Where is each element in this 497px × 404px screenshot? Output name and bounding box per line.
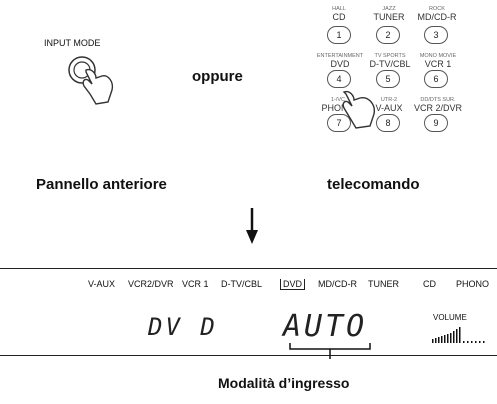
mode-bracket	[289, 343, 371, 359]
hand-press-icon	[342, 90, 375, 129]
input-mode-caption: Modalità d’ingresso	[218, 375, 350, 391]
remote-label-9: DD/DTS SUR.VCR 2/DVR	[413, 97, 462, 113]
remote-button-3[interactable]: 3	[424, 26, 448, 44]
input-mode-button[interactable]	[62, 52, 132, 112]
remote-button-6[interactable]: 6	[424, 70, 448, 88]
front-display: V-AUX VCR2/DVR VCR 1 D-TV/CBL DVD MD/CD-…	[0, 268, 497, 359]
display-input-tuner: TUNER	[368, 279, 399, 289]
display-input-dvd: DVD	[280, 279, 306, 290]
input-mode-label: INPUT MODE	[44, 38, 101, 48]
remote-button-7[interactable]: 7	[327, 114, 351, 132]
remote-caption: telecomando	[327, 176, 420, 193]
remote-button-4[interactable]: 4	[327, 70, 351, 88]
display-input-cd: CD	[423, 279, 436, 289]
front-panel-caption: Pannello anteriore	[36, 176, 167, 193]
display-left-text: DV D	[148, 313, 218, 341]
display-input-phono: PHONO	[456, 279, 490, 289]
remote-button-9[interactable]: 9	[424, 114, 448, 132]
volume-label: VOLUME	[433, 313, 467, 322]
remote-button-5[interactable]: 5	[376, 70, 400, 88]
volume-bars-icon	[432, 327, 485, 343]
display-input-vcr1: VCR 1	[182, 279, 209, 289]
or-text: oppure	[192, 68, 243, 85]
display-input-d-tv-cbl: D-TV/CBL	[221, 279, 263, 289]
display-input-vcr2-dvr: VCR2/DVR	[128, 279, 174, 289]
remote-button-8[interactable]: 8	[376, 114, 400, 132]
remote-button-1[interactable]: 1	[327, 26, 351, 44]
display-input-v-aux: V-AUX	[88, 279, 116, 289]
down-arrow-icon	[246, 208, 258, 244]
display-input-md-cd-r: MD/CD-R	[318, 279, 357, 289]
display-mode-text: AUTO	[283, 309, 368, 344]
remote-button-2[interactable]: 2	[376, 26, 400, 44]
finger-press-icon	[68, 56, 114, 105]
